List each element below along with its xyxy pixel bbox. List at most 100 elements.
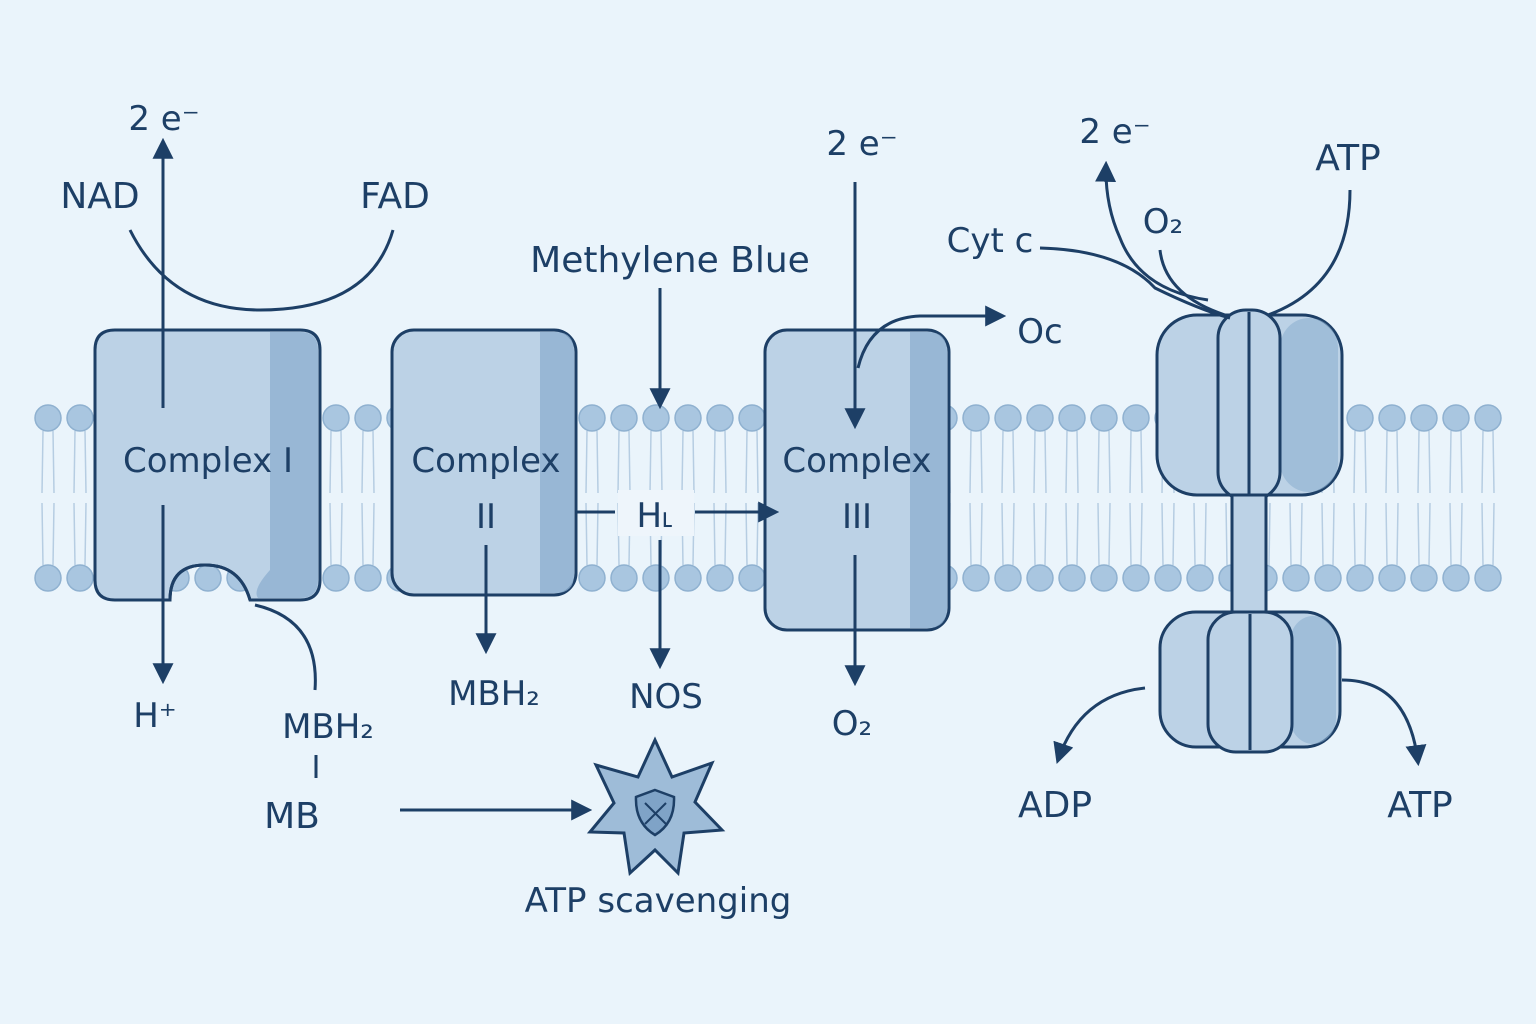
lipid-head [322, 564, 350, 592]
lipid-tail [969, 502, 972, 566]
lipid-head [1122, 564, 1150, 592]
complex-2 [390, 328, 578, 597]
lipid-tail [585, 430, 588, 494]
complex-2-label-line1: Complex [411, 441, 560, 481]
lipid-tail [1001, 430, 1004, 494]
lipid-tail [1044, 430, 1047, 494]
h-label-bg [618, 490, 694, 536]
lipid-head [194, 564, 222, 592]
lipid-head [322, 404, 350, 432]
lipid-head [1474, 564, 1502, 592]
lipid-head [1058, 564, 1086, 592]
label-methylene-blue: Methylene Blue [530, 240, 810, 281]
lipid-tail [84, 502, 87, 566]
o2-curve [1158, 249, 1226, 317]
lipid-tail [1481, 502, 1484, 566]
lipid-tail [1492, 430, 1495, 494]
lipid-head [1154, 564, 1182, 592]
lipid-head [1346, 564, 1374, 592]
lipid-head [610, 564, 638, 592]
lipid-tail [628, 430, 631, 494]
lipid-tail [1417, 430, 1420, 494]
lipid-tail [713, 430, 716, 494]
lipid-tail [1428, 430, 1431, 494]
lipid-tail [329, 430, 332, 494]
lipid-tail [84, 430, 87, 494]
lipid-head [1314, 564, 1342, 592]
lipid-tail [73, 502, 76, 566]
lipid-tail [1396, 430, 1399, 494]
lipid-head [578, 404, 606, 432]
lipid-head [34, 564, 62, 592]
lipid-tail [52, 502, 55, 566]
lipid-tail [1033, 430, 1036, 494]
label-h-mid: H˪ [637, 496, 674, 536]
lipid-tail [1289, 502, 1292, 566]
lipid-tail [361, 502, 364, 566]
lipid-head [962, 564, 990, 592]
lipid-tail [1321, 502, 1324, 566]
lipid-tail [1065, 502, 1068, 566]
lipid-head [1378, 564, 1406, 592]
lipid-tail [1332, 502, 1335, 566]
lipid-head [1442, 564, 1470, 592]
lipid-tail [329, 502, 332, 566]
cytc-curve [1039, 246, 1231, 320]
complex-3-label-line1: Complex [782, 441, 931, 481]
lipid-tail [681, 430, 684, 494]
lipid-head [66, 404, 94, 432]
lipid-tail [1492, 502, 1495, 566]
label-nad: NAD [60, 176, 139, 217]
label-atp-top: ATP [1315, 138, 1381, 179]
label-mbh2-left: MBH₂ [282, 707, 374, 747]
lipid-head [962, 404, 990, 432]
arrow-to-adp [1053, 686, 1146, 764]
lipid-tail [1012, 430, 1015, 494]
label-2e-left: 2 e⁻ [128, 99, 199, 139]
label-h-plus: H⁺ [133, 696, 177, 736]
lipid-tail [1481, 430, 1484, 494]
lipid-head [674, 564, 702, 592]
lipid-tail [340, 430, 343, 494]
label-o2-bottom: O₂ [832, 704, 872, 744]
lipid-head [1378, 404, 1406, 432]
lipid-tail [1076, 430, 1079, 494]
lipid-tail [596, 430, 599, 494]
lipid-tail [1417, 502, 1420, 566]
lipid-tail [1033, 502, 1036, 566]
lipid-head [738, 404, 766, 432]
lipid-head [610, 404, 638, 432]
lipid-head [354, 564, 382, 592]
lipid-tail [1449, 502, 1452, 566]
lipid-tail [692, 430, 695, 494]
complex-1 [93, 328, 322, 691]
lipid-tail [73, 430, 76, 494]
lipid-head [1026, 404, 1054, 432]
lipid-tail [1193, 502, 1196, 566]
lipid-head [1058, 404, 1086, 432]
lipid-tail [1460, 430, 1463, 494]
lipid-head [738, 564, 766, 592]
lipid-head [1442, 404, 1470, 432]
label-cyt-c: Cyt c [947, 221, 1034, 261]
lipid-head [1186, 564, 1214, 592]
lipid-tail [1097, 430, 1100, 494]
lipid-tail [1097, 502, 1100, 566]
arrow-2e-up-right [1095, 160, 1209, 302]
label-nos: NOS [629, 677, 703, 717]
lipid-tail [1353, 502, 1356, 566]
lipid-head [1410, 564, 1438, 592]
lipid-head [706, 404, 734, 432]
lipid-tail [745, 430, 748, 494]
lipid-tail [1268, 502, 1271, 566]
lipid-head [1122, 404, 1150, 432]
lipid-head [1090, 564, 1118, 592]
lipid-tail [1449, 430, 1452, 494]
lipid-head [66, 564, 94, 592]
atp-synthase [1155, 308, 1344, 754]
lipid-head [578, 564, 606, 592]
lipid-head [642, 404, 670, 432]
lipid-head [354, 404, 382, 432]
